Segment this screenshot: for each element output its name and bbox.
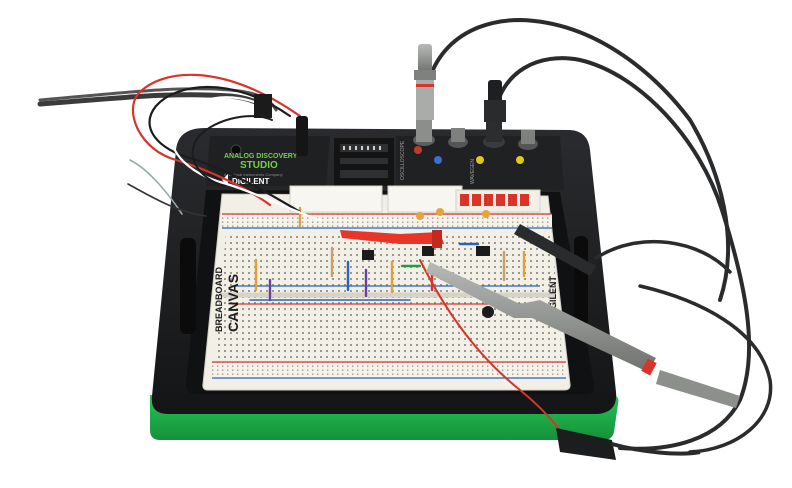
probe-cables <box>419 17 773 454</box>
channel-indicator-4 <box>516 156 524 164</box>
capacitor-2 <box>436 208 444 216</box>
red-hook-probe <box>340 230 444 248</box>
cable-connector-bottom <box>556 428 701 460</box>
wire-harness-connector <box>296 116 308 156</box>
probe-plug-black[interactable] <box>484 80 506 122</box>
bnc-connector-4[interactable] <box>518 130 538 150</box>
ic-chip-1 <box>362 250 374 260</box>
jumper-wires <box>127 73 322 222</box>
bottom-power-rail <box>212 362 566 378</box>
power-button[interactable] <box>230 144 242 156</box>
breadboard-name-line1: BREADBOARD <box>214 267 224 333</box>
channel-indicator-3 <box>476 156 484 164</box>
brand-line2: STUDIO <box>240 160 278 171</box>
buzzer <box>482 306 494 318</box>
bnc-connector-3[interactable] <box>483 118 505 148</box>
breadboard: BREADBOARD CANVAS DIGILENT <box>202 185 571 391</box>
top-power-rail <box>222 214 552 228</box>
brand-line1: ANALOG DISCOVERY <box>224 153 298 160</box>
bnc-connector-2[interactable] <box>448 128 468 148</box>
breadboard-name-line2: CANVAS <box>225 274 241 332</box>
panel-right-label: WAVEGEN <box>470 159 476 184</box>
ic-chip-3 <box>476 246 490 256</box>
device-maker: DIGILENT <box>232 177 269 186</box>
channel-indicator-1 <box>414 146 422 154</box>
top-header-strip-middle <box>387 185 463 213</box>
breadboard-maker: DIGILENT <box>548 275 558 318</box>
panel-left-label: OSCILLOSCOPE <box>400 140 406 180</box>
capacitor-1 <box>416 212 424 220</box>
right-handle-slot <box>574 236 588 326</box>
top-header-strip-left <box>289 185 383 213</box>
scope-probe-black <box>514 224 596 276</box>
scope-probe-gray <box>426 262 740 408</box>
bnc-connector-1[interactable] <box>413 120 435 146</box>
left-handle-slot <box>180 238 196 334</box>
usb-plug <box>254 94 272 118</box>
capacitor-3 <box>482 210 490 218</box>
channel-indicator-2 <box>434 156 442 164</box>
ic-chip-2 <box>422 246 434 256</box>
brand-tagline: A National Instruments Company <box>224 172 282 177</box>
probe-plug-gray[interactable] <box>414 44 436 120</box>
